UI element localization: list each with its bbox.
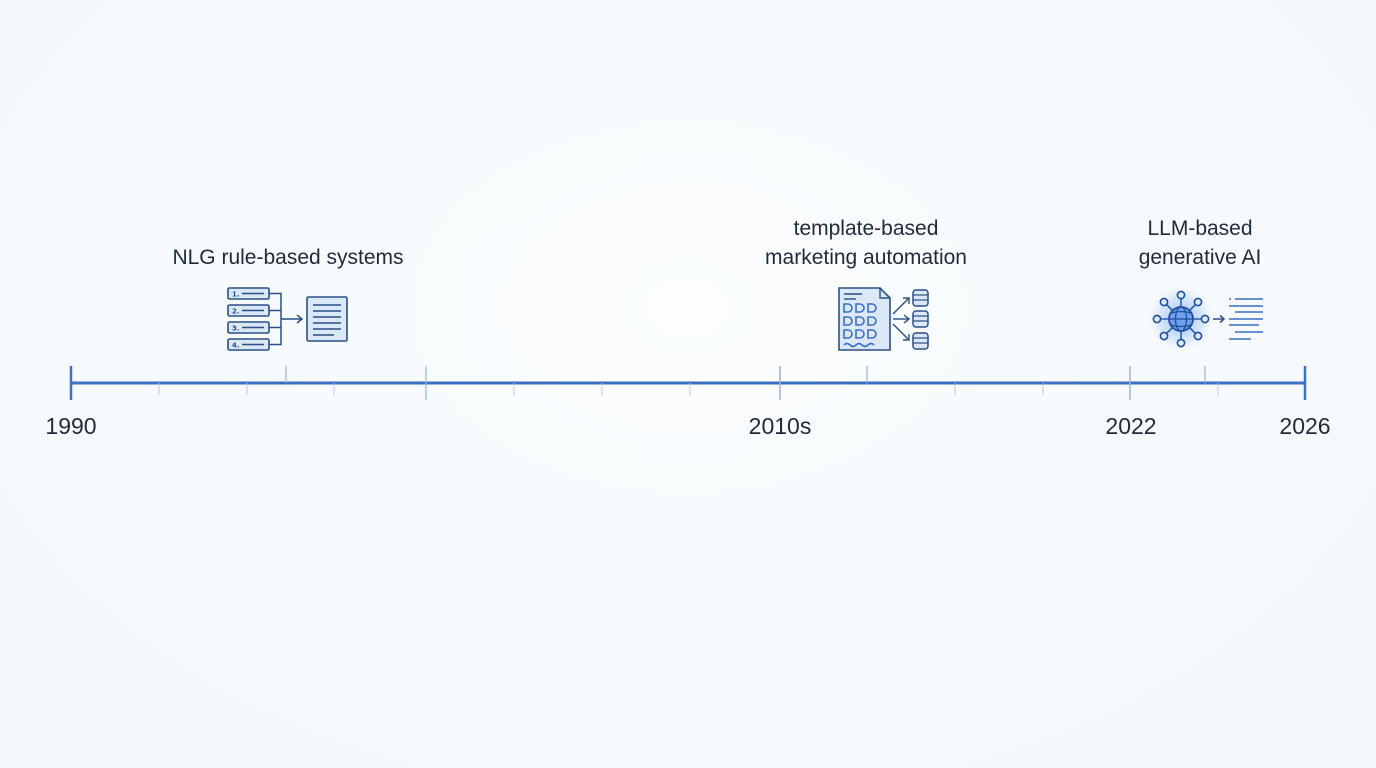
- svg-text:2.: 2.: [232, 308, 240, 316]
- neural-network-to-text-icon: [1145, 283, 1263, 355]
- year-label-2010s: 2010s: [748, 413, 812, 439]
- event-label-llm: LLM-based generative AI: [1139, 214, 1262, 272]
- template-to-databases-icon: [838, 287, 929, 351]
- event-label-line: template-based: [793, 217, 939, 240]
- minor-ticks: [158, 383, 1219, 395]
- event-label-nlg: NLG rule-based systems: [172, 243, 403, 272]
- year-label-2026: 2026: [1279, 413, 1331, 439]
- year-label-1990: 1990: [45, 413, 97, 439]
- event-label-line: marketing automation: [765, 246, 967, 269]
- event-label-template: template-based marketing automation: [765, 214, 967, 272]
- year-label-2022: 2022: [1105, 413, 1157, 439]
- event-label-line: LLM-based: [1147, 217, 1253, 240]
- svg-text:4.: 4.: [232, 342, 240, 350]
- svg-text:3.: 3.: [232, 325, 240, 333]
- event-label-line: generative AI: [1138, 246, 1262, 269]
- event-label-line: NLG rule-based systems: [172, 246, 404, 269]
- svg-text:1.: 1.: [232, 291, 240, 299]
- rules-to-document-icon: 1. 2. 3. 4.: [227, 287, 348, 351]
